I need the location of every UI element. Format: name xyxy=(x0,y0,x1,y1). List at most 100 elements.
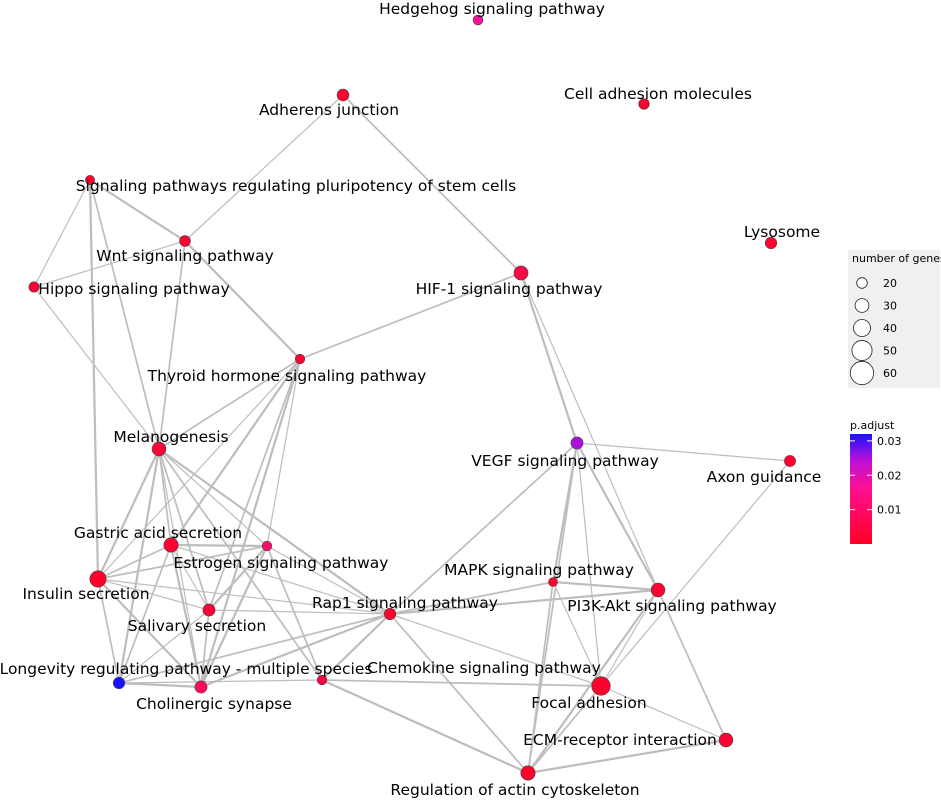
node-adherens xyxy=(336,88,350,102)
node-mapk xyxy=(548,577,558,587)
node-label-hif1: HIF-1 signaling pathway xyxy=(416,280,603,298)
node-pluripotency xyxy=(85,175,95,185)
node-label-focal: Focal adhesion xyxy=(531,694,647,712)
node-label-cholinergic: Cholinergic synapse xyxy=(136,695,292,713)
edge-melanogenesis-insulin xyxy=(97,448,160,580)
node-vegf xyxy=(570,436,584,450)
node-lysosome xyxy=(764,236,778,250)
node-estrogen xyxy=(261,540,273,552)
node-label-hedgehog: Hedgehog signaling pathway xyxy=(379,0,605,18)
edge-wnt-thyroid xyxy=(184,240,301,360)
color-legend-tick-label: 0.03 xyxy=(877,435,902,448)
node-label-melanogenesis: Melanogenesis xyxy=(113,428,228,446)
edge-gastric-insulin xyxy=(97,544,172,580)
edge-melanogenesis-cholinergic xyxy=(158,448,202,688)
edge-melanogenesis-estrogen xyxy=(158,448,268,547)
size-legend-title: number of genes xyxy=(852,252,941,265)
edge-axon-focal xyxy=(600,460,791,687)
edge-vegf-axon xyxy=(576,442,791,462)
edge-mapk-actin xyxy=(527,581,554,774)
color-legend-tick-label: 0.02 xyxy=(877,469,902,482)
edge-rap1-focal xyxy=(389,613,602,687)
node-label-pluripotency: Signaling pathways regulating pluripoten… xyxy=(76,177,516,195)
edge-pi3k-focal xyxy=(600,589,659,687)
node-label-cam: Cell adhesion molecules xyxy=(564,85,752,103)
edge-focal-ecm xyxy=(600,685,727,741)
edge-insulin-longevity xyxy=(97,578,120,684)
node-melanogenesis xyxy=(151,441,167,457)
node-salivary xyxy=(202,603,216,617)
edge-rap1-salivary xyxy=(208,609,391,615)
node-label-axon: Axon guidance xyxy=(707,468,822,486)
size-legend-label: 20 xyxy=(883,277,897,290)
edge-gastric-longevity xyxy=(118,544,172,684)
edge-longevity-chemokine xyxy=(118,679,323,684)
edge-insulin-salivary xyxy=(97,578,210,611)
node-label-chemokine: Chemokine signaling pathway xyxy=(367,659,601,677)
node-label-estrogen: Estrogen signaling pathway xyxy=(174,554,389,572)
edge-hif1-thyroid xyxy=(299,272,522,360)
edges-layer xyxy=(33,94,791,775)
node-label-salivary: Salivary secretion xyxy=(128,617,267,635)
edge-vegf-focal xyxy=(576,442,602,687)
edge-melanogenesis-longevity xyxy=(117,448,161,684)
edge-wnt-hippo xyxy=(33,240,186,288)
edge-hif1-pi3k xyxy=(520,272,659,591)
node-thyroid xyxy=(294,353,306,365)
size-legend-circle xyxy=(854,298,870,313)
edge-estrogen-rap1 xyxy=(266,545,391,615)
node-chemokine xyxy=(316,674,328,686)
color-legend-title: p.adjust xyxy=(850,419,895,432)
node-label-vegf: VEGF signaling pathway xyxy=(471,452,659,470)
edge-adherens-wnt xyxy=(184,94,344,242)
edge-melanogenesis-rap1 xyxy=(158,448,391,615)
node-label-gastric: Gastric acid secretion xyxy=(74,524,242,542)
edge-estrogen-chemokine xyxy=(266,545,323,681)
node-hif1 xyxy=(513,265,529,281)
edge-melanogenesis-salivary xyxy=(158,448,210,611)
nodes-layer xyxy=(28,14,796,781)
color-legend: p.adjust 0.030.020.01 xyxy=(850,419,902,544)
size-legend-circle xyxy=(856,277,868,289)
edge-vegf-mapk xyxy=(551,442,579,583)
edge-rap1-chemokine xyxy=(321,613,391,681)
edge-thyroid-estrogen xyxy=(266,358,301,547)
edge-thyroid-gastric xyxy=(170,358,301,546)
node-actin xyxy=(520,765,536,781)
node-hippo xyxy=(28,281,40,293)
edge-focal-actin xyxy=(527,685,602,774)
edge-mapk-rap1 xyxy=(389,581,554,615)
size-legend-circle xyxy=(853,319,871,337)
edge-chemokine-focal xyxy=(321,679,602,687)
node-label-adherens: Adherens junction xyxy=(259,101,399,119)
size-legend-label: 30 xyxy=(883,300,897,313)
size-legend-label: 60 xyxy=(883,367,897,380)
edge-thyroid-insulin xyxy=(97,358,301,580)
edge-melanogenesis-gastric xyxy=(158,448,172,546)
node-gastric xyxy=(163,537,179,553)
node-label-thyroid: Thyroid hormone signaling pathway xyxy=(147,367,427,385)
edge-pluripotency-insulin xyxy=(88,179,100,580)
node-ecm xyxy=(718,732,734,748)
node-focal xyxy=(591,676,611,696)
edge-thyroid-melanogenesis xyxy=(158,358,301,450)
node-label-mapk: MAPK signaling pathway xyxy=(444,561,634,579)
size-legend-circle xyxy=(849,360,875,386)
edge-thyroid-salivary xyxy=(208,358,301,611)
edge-wnt-melanogenesis xyxy=(158,240,186,450)
edge-chemokine-actin xyxy=(321,678,529,775)
edge-longevity-cholinergic xyxy=(118,681,202,689)
node-hedgehog xyxy=(472,14,484,26)
size-legend-circle xyxy=(851,340,873,361)
node-label-rap1: Rap1 signaling pathway xyxy=(312,594,498,612)
node-rap1 xyxy=(383,607,397,621)
edge-vegf-rap1 xyxy=(389,442,578,615)
node-label-hippo: Hippo signaling pathway xyxy=(38,280,229,298)
edge-vegf-actin xyxy=(527,442,578,774)
edge-rap1-cholinergic xyxy=(200,612,391,689)
size-legend-label: 50 xyxy=(883,345,897,358)
node-wnt xyxy=(179,235,191,247)
node-cholinergic xyxy=(194,680,208,694)
